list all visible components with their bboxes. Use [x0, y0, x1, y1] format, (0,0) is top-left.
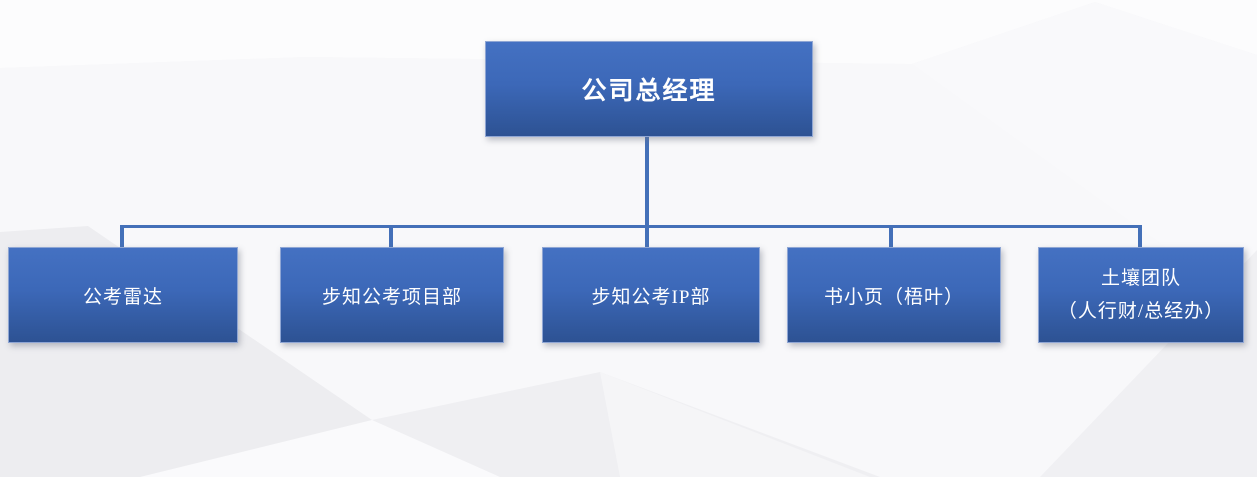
connector-drop: [889, 225, 893, 248]
connector-stem: [645, 136, 649, 226]
org-node-label: 公考雷达: [82, 286, 163, 308]
org-node-label: 公司总经理: [581, 78, 717, 105]
org-node-label-line1: 土壤团队: [1100, 268, 1181, 289]
org-node-dept-3: 步知公考IP部: [542, 247, 760, 343]
connector-drop: [645, 225, 649, 248]
org-node-label: 步知公考IP部: [591, 286, 711, 308]
connector-horizontal: [121, 225, 1142, 228]
org-node-label-line2: （人行财/总经办）: [1057, 301, 1225, 322]
org-node-general-manager: 公司总经理: [485, 41, 813, 137]
connector-drop: [1138, 225, 1142, 248]
org-node-label: 书小页（梧叶）: [823, 286, 964, 308]
connector-drop: [120, 225, 124, 248]
org-node-dept-5: 土壤团队 （人行财/总经办）: [1038, 247, 1244, 343]
org-node-label: 步知公考项目部: [321, 286, 462, 308]
org-node-dept-2: 步知公考项目部: [280, 247, 504, 343]
connector-drop: [389, 225, 393, 248]
org-node-dept-1: 公考雷达: [8, 247, 238, 343]
org-node-dept-4: 书小页（梧叶）: [787, 247, 1001, 343]
